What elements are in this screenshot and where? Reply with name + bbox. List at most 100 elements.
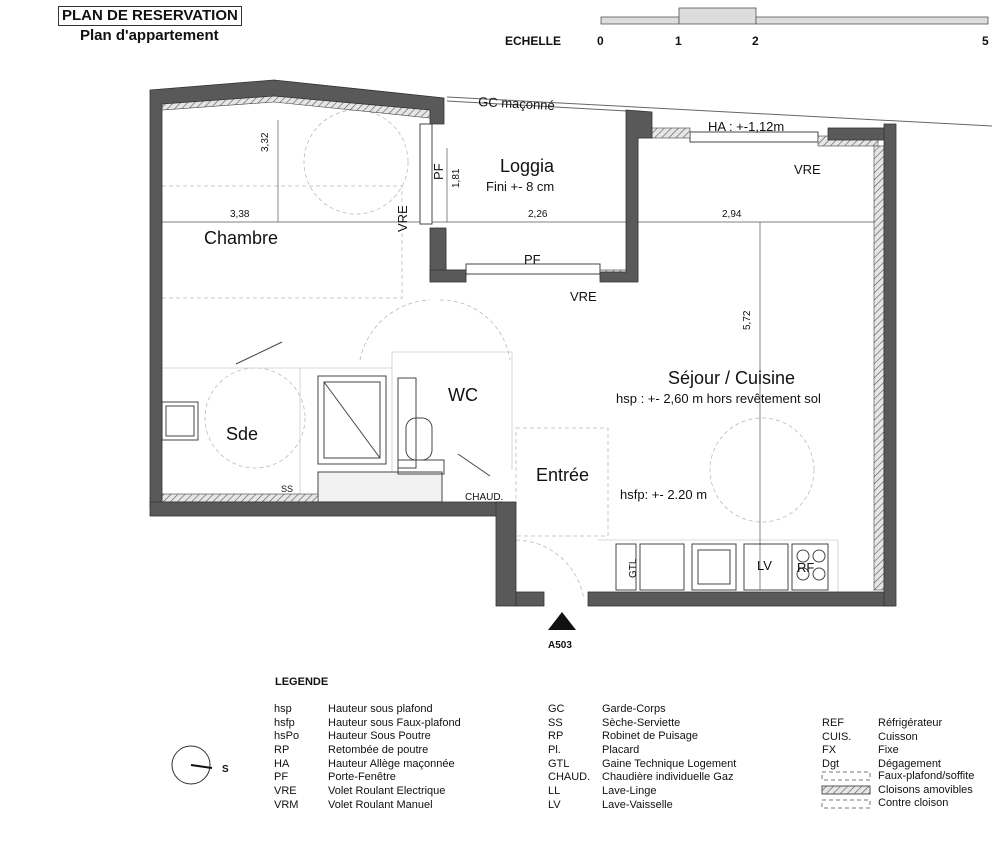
legend-entry: hsfp Hauteur sous Faux-plafond	[274, 717, 461, 731]
exterior-walls	[149, 79, 897, 607]
legend-code: RP	[548, 730, 564, 743]
legend-label: Cuisson	[878, 730, 918, 743]
legend-entry: CHAUD. Chaudière individuelle Gaz	[548, 771, 736, 785]
rf-label: RF	[797, 560, 814, 575]
legend-code: SS	[548, 716, 563, 729]
legend-label: Lave-Vaisselle	[602, 798, 673, 811]
dim-3-38: 3,38	[230, 209, 250, 220]
ha-label: HA : +-1,12m	[708, 119, 784, 134]
legend-column-1: hsp Hauteur sous plafond hsfp Hauteur sous …	[274, 703, 461, 813]
legend-code: CHAUD.	[548, 771, 591, 784]
scale-tick-1: 1	[675, 34, 682, 48]
legend-label: Cloisons amovibles	[878, 783, 973, 796]
legend-entry: CUIS. Cuisson	[822, 731, 942, 745]
legend-code: LV	[548, 798, 561, 811]
legend-label: Chaudière individuelle Gaz	[602, 771, 734, 784]
legend-label: Hauteur sous Faux-plafond	[328, 716, 461, 729]
legend-code: hsPo	[274, 730, 300, 743]
sejour-note: hsp : +- 2,60 m hors revêtement sol	[616, 391, 821, 406]
section-marker-arrow	[548, 612, 576, 630]
legend-code: hsfp	[274, 716, 295, 729]
legend-code: CUIS.	[822, 730, 852, 743]
room-wc: WC	[448, 385, 478, 405]
legend-entry: hsPo Hauteur Sous Poutre	[274, 730, 461, 744]
scale-tick-0: 0	[597, 34, 604, 48]
legend-label: Garde-Corps	[602, 703, 666, 715]
vre-label-chambre: VRE	[395, 205, 410, 232]
legend-label: Hauteur sous plafond	[328, 703, 433, 715]
legend-entry: Pl. Placard	[548, 744, 736, 758]
lv-label: LV	[757, 558, 772, 573]
room-chambre: Chambre	[204, 228, 278, 248]
room-sde: Sde	[226, 424, 258, 444]
scale-bar	[600, 7, 989, 25]
legend-entry: Contre cloison	[878, 797, 974, 811]
legend-title: LEGENDE	[275, 676, 329, 688]
legend-entry: GC Garde-Corps	[548, 703, 736, 717]
scale-label: ECHELLE	[505, 34, 562, 48]
legend-label: Lave-Linge	[602, 785, 657, 798]
legend-code: GC	[548, 703, 565, 715]
legend-label: Placard	[602, 744, 640, 757]
legend-label: Hauteur Sous Poutre	[328, 730, 431, 743]
legend-code: GTL	[548, 757, 570, 770]
scale-tick-5: 5	[982, 34, 989, 48]
legend-label: Volet Roulant Manuel	[328, 798, 433, 811]
gtl-label: GTL	[628, 558, 639, 578]
dim-2-26: 2,26	[528, 209, 548, 220]
legend-code: LL	[548, 785, 561, 798]
legend-entry: Cloisons amovibles	[878, 784, 974, 798]
plan-subtitle: Plan d'appartement	[80, 27, 219, 44]
pf-label-loggia: PF	[524, 252, 541, 267]
legend-entry: hsp Hauteur sous plafond	[274, 703, 461, 717]
legend-label: Faux-plafond/soffite	[878, 770, 975, 782]
dim-3-32: 3,32	[260, 132, 271, 152]
legend-entry: LL Lave-Linge	[548, 785, 736, 799]
legend-label: Volet Roulant Electrique	[328, 785, 446, 798]
legend-code: PF	[274, 771, 289, 784]
entree-note: hsfp: +- 2.20 m	[620, 487, 707, 502]
legend-code: VRM	[274, 798, 299, 811]
legend-label: Contre cloison	[878, 797, 949, 810]
north-label: S	[222, 764, 229, 775]
legend-label: Gaine Technique Logement	[602, 757, 737, 770]
scale-tick-2: 2	[752, 34, 759, 48]
legend-label: Retombée de poutre	[328, 744, 429, 757]
legend-code: Dgt	[822, 758, 840, 771]
room-loggia: Loggia	[500, 156, 555, 176]
vre-label-loggia: VRE	[570, 289, 597, 304]
gc-line	[446, 96, 993, 127]
legend-label: Dégagement	[878, 758, 941, 771]
chaud-label: CHAUD.	[465, 492, 503, 503]
dimension-lines	[162, 120, 884, 590]
legend-code: hsp	[274, 703, 292, 715]
gc-label: GC maçonné	[478, 94, 555, 113]
dim-2-94: 2,94	[722, 209, 742, 220]
windows	[419, 123, 819, 275]
legend-code: VRE	[274, 785, 297, 798]
legend-label: Porte-Fenêtre	[328, 771, 396, 784]
legend-code: RP	[274, 744, 290, 757]
north-indicator	[171, 745, 213, 785]
legend-entry: Dgt Dégagement	[822, 758, 942, 772]
legend-code: REF	[822, 717, 844, 729]
legend-entry: VRE Volet Roulant Electrique	[274, 785, 461, 799]
sanitary-fixtures	[161, 341, 829, 591]
plan-title: PLAN DE RESERVATION	[58, 6, 242, 26]
gc-line-inner	[446, 100, 628, 112]
legend-entry: GTL Gaine Technique Logement	[548, 758, 736, 772]
dim-5-72: 5,72	[742, 310, 753, 330]
legend-code: Pl.	[548, 744, 561, 757]
vre-label-sejour: VRE	[794, 162, 821, 177]
pf-label-chambre: PF	[431, 163, 446, 180]
legend-entry: PF Porte-Fenêtre	[274, 771, 461, 785]
legend-label: Fixe	[878, 744, 899, 757]
legend-label: Robinet de Puisage	[602, 730, 699, 743]
loggia-note: Fini +- 8 cm	[486, 179, 554, 194]
